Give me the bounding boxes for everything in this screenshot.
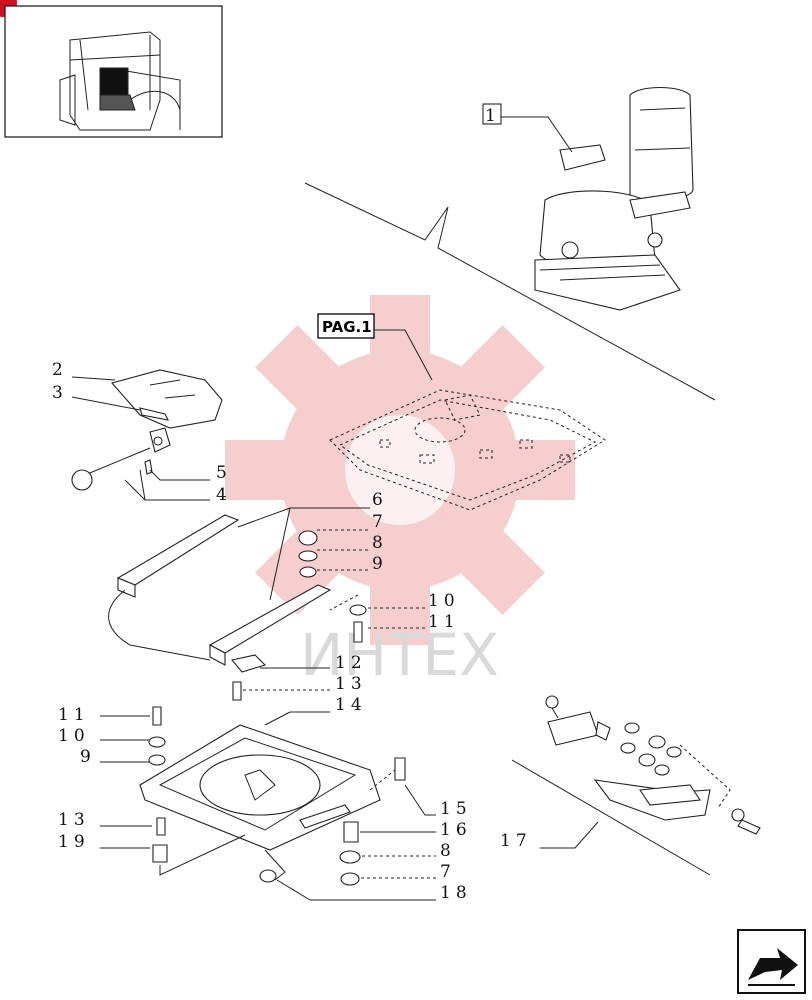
watermark-gear-icon: [225, 295, 575, 645]
callout-17: 17: [500, 831, 532, 851]
seat-base-outline: [329, 389, 606, 511]
page-reference-box[interactable]: PAG.1: [317, 313, 375, 339]
next-page-arrow-icon: [748, 948, 798, 986]
washer-9-lower: [148, 754, 166, 766]
bolt-upper: [353, 621, 363, 643]
callout-7-upper: 7: [372, 512, 388, 532]
callout-10-lower: 10: [58, 726, 90, 746]
seat-assembly: [534, 87, 694, 311]
tractor-cab-icon: [59, 31, 181, 131]
callout-18: 18: [440, 883, 472, 903]
washer-10-lower: [148, 736, 166, 748]
bushing-16: [343, 821, 359, 843]
callout-12: 12: [335, 653, 367, 673]
callout-9-lower: 9: [80, 747, 96, 767]
bushing-19: [152, 844, 168, 863]
callout-6: 6: [372, 490, 388, 510]
page-reference-label: PAG.1: [322, 318, 372, 336]
callout-4: 4: [216, 485, 232, 505]
callout-11-upper: 11: [428, 612, 460, 632]
callout-15: 15: [440, 799, 472, 819]
spacer-7-lower: [340, 872, 360, 886]
callout-8-lower: 8: [440, 841, 456, 861]
callout-1: 1: [485, 106, 501, 126]
swivel-mounting-plate: [139, 724, 381, 881]
callout-9-upper: 9: [372, 554, 388, 574]
bolt-13-upper: [232, 681, 242, 701]
callout-3: 3: [52, 383, 68, 403]
belt-section-line: [511, 759, 711, 876]
seat-belt-assembly: [545, 695, 761, 835]
callout-5: 5: [216, 463, 232, 483]
callout-11-lower: 11: [58, 705, 90, 725]
next-page-button[interactable]: [737, 929, 806, 994]
upper-spacer-stack: [298, 530, 318, 578]
watermark-text: ИНТЕХ: [300, 621, 499, 689]
washer-upper: [349, 604, 367, 616]
callout-7-lower: 7: [440, 862, 456, 882]
washer-8-lower: [339, 850, 361, 864]
callout-10-upper: 10: [428, 591, 460, 611]
seat-cover-part: [71, 369, 223, 491]
callout-13-lower: 13: [58, 810, 90, 830]
callout-8-upper: 8: [372, 533, 388, 553]
section-break-line: [304, 182, 716, 401]
bolt-15: [394, 757, 406, 781]
knob-18: [259, 869, 277, 883]
callout-2: 2: [52, 360, 68, 380]
bolt-11-lower: [152, 706, 162, 726]
callout-19: 19: [58, 832, 90, 852]
callout-14: 14: [335, 695, 367, 715]
callout-13-upper: 13: [335, 674, 367, 694]
tractor-cab-thumbnail[interactable]: [4, 5, 223, 138]
seat-slide-rails: [108, 514, 332, 673]
bolt-13-lower: [156, 817, 166, 836]
callout-16: 16: [440, 820, 472, 840]
